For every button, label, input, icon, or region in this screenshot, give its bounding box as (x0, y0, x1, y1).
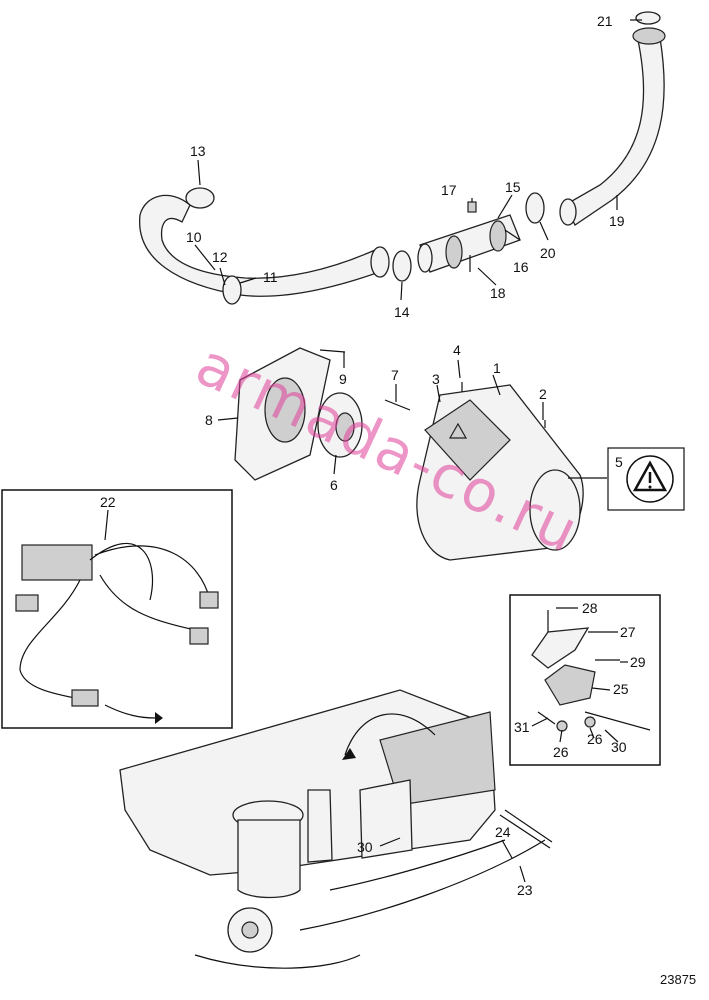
part-label-3: 3 (432, 371, 440, 387)
part-label-7: 7 (391, 367, 399, 383)
clamp-11 (222, 275, 242, 305)
leader-lines (104, 19, 642, 883)
part-label-21: 21 (597, 13, 613, 29)
part-label-10: 10 (186, 229, 202, 245)
part-label-28: 28 (582, 600, 598, 616)
clamp-14 (392, 250, 412, 282)
part-label-15: 15 (505, 179, 521, 195)
wiring-harness-box-22 (1, 489, 233, 729)
part-label-30b: 30 (357, 839, 373, 855)
part-label-26a: 26 (553, 744, 569, 760)
flange-plate-8 (234, 347, 331, 481)
part-label-22: 22 (100, 494, 116, 510)
part-label-29: 29 (630, 654, 646, 670)
part-label-9: 9 (339, 371, 347, 387)
part-label-17: 17 (441, 182, 457, 198)
reference-number: 23875 (660, 972, 697, 987)
warning-triangle-icon (448, 422, 468, 439)
part-label-6: 6 (330, 477, 338, 493)
part-label-31: 31 (514, 719, 530, 735)
bolt-7 (384, 399, 411, 411)
bolt-9 (319, 349, 346, 353)
part-label-30a: 30 (611, 739, 627, 755)
part-label-12: 12 (212, 249, 228, 265)
corrugated-hose-19 (559, 11, 666, 226)
clamp-20 (525, 192, 545, 224)
part-label-25: 25 (613, 681, 629, 697)
part-label-26b: 26 (587, 731, 603, 747)
air-filter-housing-1 (416, 382, 584, 561)
part-label-27: 27 (620, 624, 636, 640)
part-label-4: 4 (453, 342, 461, 358)
part-label-20: 20 (540, 245, 556, 261)
part-label-1: 1 (493, 360, 501, 376)
part-label-24: 24 (495, 824, 511, 840)
part-label-18: 18 (490, 285, 506, 301)
part-label-13: 13 (190, 143, 206, 159)
sensor-detail-box (509, 594, 661, 766)
clamp-13 (185, 187, 215, 209)
part-label-19: 19 (609, 213, 625, 229)
part-label-8: 8 (205, 412, 213, 428)
part-label-5: 5 (615, 454, 623, 470)
part-label-16: 16 (513, 259, 529, 275)
adapter-6 (317, 392, 363, 458)
warning-label-5 (607, 447, 685, 511)
part-label-14: 14 (394, 304, 410, 320)
part-label-11: 11 (263, 269, 278, 285)
part-label-23: 23 (517, 882, 533, 898)
pipe-connector-15 (417, 198, 521, 273)
part-label-2: 2 (539, 386, 547, 402)
engine-assembly (119, 689, 553, 969)
